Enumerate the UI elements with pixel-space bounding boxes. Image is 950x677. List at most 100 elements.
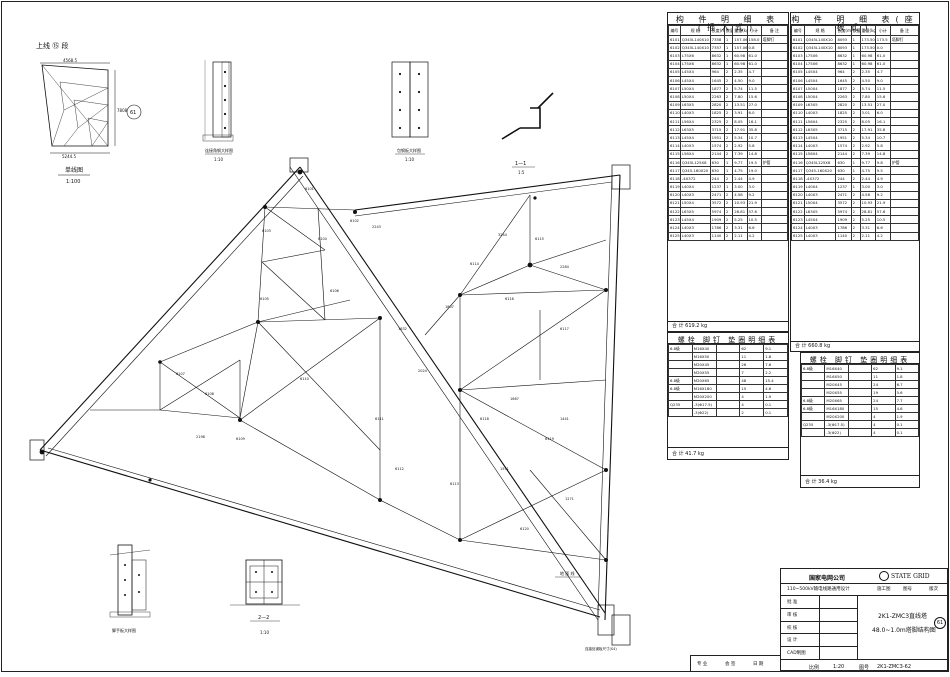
table-cell: 4.75 <box>859 165 876 176</box>
table-cell <box>760 67 789 77</box>
table-cell: 4 <box>739 400 765 409</box>
dimension-label: 3244 <box>498 233 508 237</box>
table-cell <box>847 380 873 389</box>
table-cell: 15.6 <box>874 92 892 102</box>
table-cell: Q235 <box>800 420 826 429</box>
table-cell: 21.9 <box>746 198 762 208</box>
table-cell: 9.0 <box>746 75 762 86</box>
parts-header-cell: 编号 <box>791 25 805 36</box>
table-cell <box>760 133 789 143</box>
table-cell: 14.8 <box>746 149 762 159</box>
table-cell <box>847 372 873 381</box>
sign-date: 日 期 <box>753 662 764 667</box>
table-cell: 5.34 <box>859 133 876 143</box>
table-cell: L75X6 <box>679 51 711 61</box>
dimension-label: 2243 <box>372 225 381 229</box>
table-cell: 6.8级 <box>668 344 693 353</box>
table-cell: 2 <box>723 75 734 86</box>
thumb-circle: 61 <box>130 110 136 116</box>
table-cell: 2 <box>723 141 734 151</box>
table-cell: L63X5 <box>803 125 837 135</box>
table-cell: 1 <box>723 59 734 69</box>
table-cell: 11.5 <box>746 84 762 94</box>
table-cell <box>890 133 919 143</box>
table-cell: 6101 <box>791 34 805 45</box>
thumb-dim-side: 7808 <box>117 108 128 113</box>
table-cell: 塔脚钉 <box>890 34 919 45</box>
table-cell: 630 <box>835 165 852 176</box>
table-cell: 1 <box>723 43 734 53</box>
table-cell: 6122 <box>791 206 805 217</box>
table-cell: 7.39 <box>859 149 876 159</box>
table-cell: Q345L125X8 <box>679 157 711 168</box>
table-cell: 4.2 <box>874 231 892 241</box>
table-cell: 9.1 <box>894 364 920 373</box>
table-cell: 2471 <box>709 190 725 200</box>
table-cell: 6117 <box>668 165 681 176</box>
table-cell: 4.6 <box>763 384 788 393</box>
table-cell: 2 <box>850 198 861 208</box>
table-cell: 3.0 <box>746 182 762 192</box>
table-cell: -3(Φ17.5) <box>691 400 717 409</box>
table-cell: 6101 <box>668 34 681 45</box>
table-cell: 4 <box>739 392 765 401</box>
parts-table-base-total: 合 计 660.8 kg <box>791 341 919 351</box>
table-cell: 2 <box>850 100 861 110</box>
drawing-title-2: 48.0~1.0m塔脚结构图 <box>872 627 936 634</box>
table-cell <box>715 408 741 417</box>
table-cell: 1951 <box>835 133 852 143</box>
bolt-table-base-title: 螺栓 脚钉 垫圈明细表 <box>801 353 919 364</box>
table-cell: 1 <box>723 182 734 192</box>
table-cell: 1786 <box>835 223 852 233</box>
table-cell: 9.5 <box>874 165 892 176</box>
table-cell: L75X6 <box>803 51 837 61</box>
table-cell: 0.8 <box>746 43 762 53</box>
table-cell: 27.0 <box>746 100 762 110</box>
table-cell: 10.5 <box>746 215 762 225</box>
table-cell: 6.8级 <box>800 396 826 405</box>
table-cell <box>715 360 741 369</box>
table-cell: 4.7 <box>746 67 762 77</box>
table-cell: 2.2 <box>763 368 788 377</box>
table-cell: L40X3 <box>803 141 837 151</box>
table-cell: M16X40 <box>824 364 849 373</box>
table-cell: 6102 <box>668 43 681 53</box>
dimension-label: 1807 <box>445 305 454 309</box>
section2-label: 2—2 <box>258 615 269 621</box>
table-cell: 1.9 <box>763 392 788 401</box>
table-cell: 5974 <box>709 206 725 217</box>
table-cell: 2 <box>723 215 734 225</box>
table-cell: L45X4 <box>679 75 711 86</box>
table-cell: 6.6 <box>874 223 892 233</box>
table-cell: 6119 <box>791 182 805 192</box>
table-cell <box>890 116 919 127</box>
table-cell: 8632 <box>835 51 852 61</box>
table-cell: L56X4 <box>679 116 711 127</box>
signature-row: 审 核 <box>781 608 857 622</box>
table-cell: Q345L140X10 <box>679 43 711 53</box>
table-cell <box>715 376 741 385</box>
table-cell: 60.98 <box>859 59 876 69</box>
table-cell: M16X50 <box>824 372 849 381</box>
table-cell: 61.0 <box>746 51 762 61</box>
table-cell: L40X3 <box>679 108 711 118</box>
thumb-scale: 1:100 <box>66 179 80 185</box>
table-cell: 2.35 <box>859 67 876 77</box>
table-cell <box>800 388 826 397</box>
